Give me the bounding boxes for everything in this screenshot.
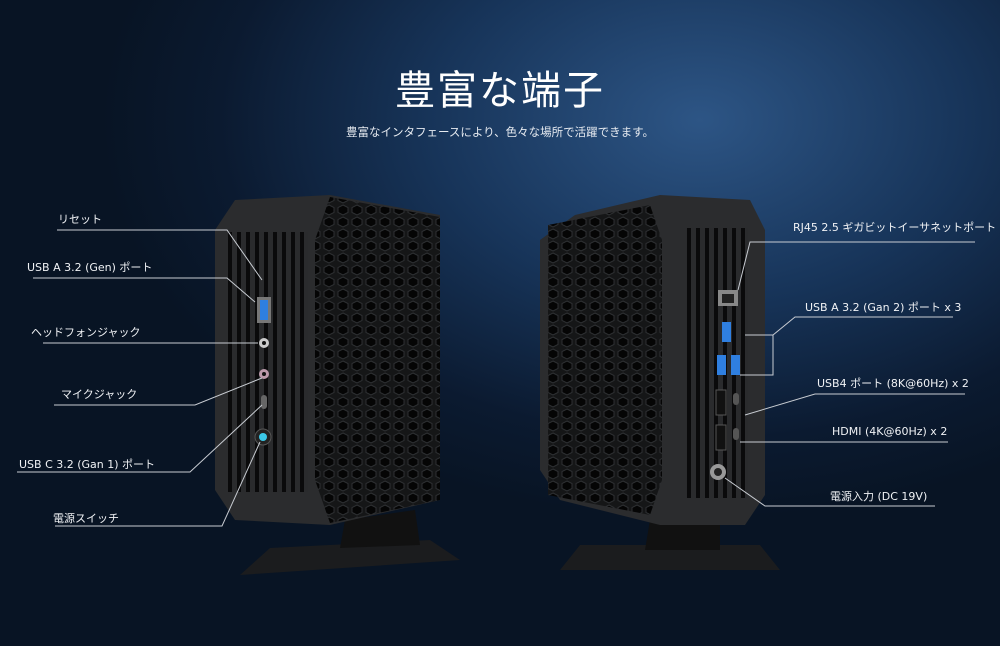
label-hdmi: HDMI (4K@60Hz) x 2 [832,425,948,438]
callout-lines [17,229,975,527]
page-title: 豊富な端子 [395,68,605,114]
label-usb-a-front: USB A 3.2 (Gen) ポート [27,261,153,274]
front-device [215,195,460,575]
label-reset: リセット [58,213,102,226]
power-button-icon [259,433,267,441]
rear-device [540,195,780,570]
label-dc-input: 電源入力 (DC 19V) [830,490,928,503]
label-rj45: RJ45 2.5 ギガビットイーサネットポート [793,221,997,234]
label-headphone-jack: ヘッドフォンジャック [31,326,141,339]
label-usb-c: USB C 3.2 (Gan 1) ポート [19,458,156,471]
label-usb4: USB4 ポート (8K@60Hz) x 2 [817,377,969,390]
page-subtitle: 豊富なインタフェースにより、色々な場所で活躍できます。 [345,125,655,139]
label-mic-jack: マイクジャック [61,388,138,401]
label-usb-a-rear: USB A 3.2 (Gan 2) ポート x 3 [805,301,962,314]
label-power-switch: 電源スイッチ [53,512,119,525]
